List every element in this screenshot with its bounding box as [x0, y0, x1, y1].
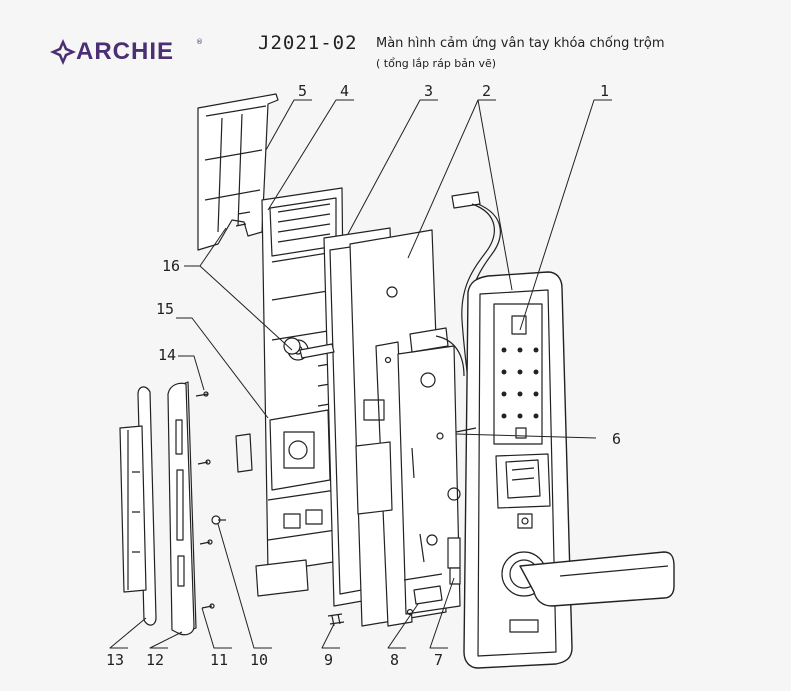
callout-11: 11 [210, 651, 228, 669]
registered-mark: ® [196, 38, 203, 46]
part-9-screws [327, 613, 345, 627]
callout-12: 12 [146, 651, 164, 669]
part-16-cam [283, 337, 335, 359]
part-12-strike-plate [167, 381, 197, 636]
callout-13: 13 [106, 651, 124, 669]
callout-9: 9 [324, 651, 333, 669]
callout-3: 3 [424, 82, 433, 100]
callout-6: 6 [612, 430, 621, 448]
part-5-top-cover [197, 93, 279, 251]
brand-name: ARCHIE [76, 38, 175, 65]
callout-2: 2 [482, 82, 491, 100]
callout-10: 10 [250, 651, 268, 669]
part-14-screws [195, 391, 215, 609]
callout-16: 16 [162, 257, 180, 275]
part-13-strike-box [119, 386, 157, 626]
part-6-screw [455, 427, 477, 433]
model-number: J2021-02 [258, 32, 358, 54]
callout-1: 1 [600, 82, 609, 100]
diagram-title: Màn hình cảm ứng vân tay khóa chống trộm [376, 36, 665, 51]
callout-numbers: 1 2 3 4 5 6 7 8 9 10 11 12 13 14 15 16 [106, 82, 621, 669]
callout-7: 7 [434, 651, 443, 669]
callout-14: 14 [158, 346, 176, 364]
diagram-subtitle: ( tổng lắp ráp bản vẽ) [376, 57, 497, 70]
callout-8: 8 [390, 651, 399, 669]
callout-15: 15 [156, 300, 174, 318]
part-1-front-panel [463, 271, 675, 669]
part-7-spindle [447, 537, 461, 585]
leader-lines [109, 99, 612, 649]
callout-4: 4 [340, 82, 349, 100]
callout-5: 5 [298, 82, 307, 100]
part-8-mortise-body [355, 327, 461, 627]
part-10-screw [211, 515, 226, 525]
